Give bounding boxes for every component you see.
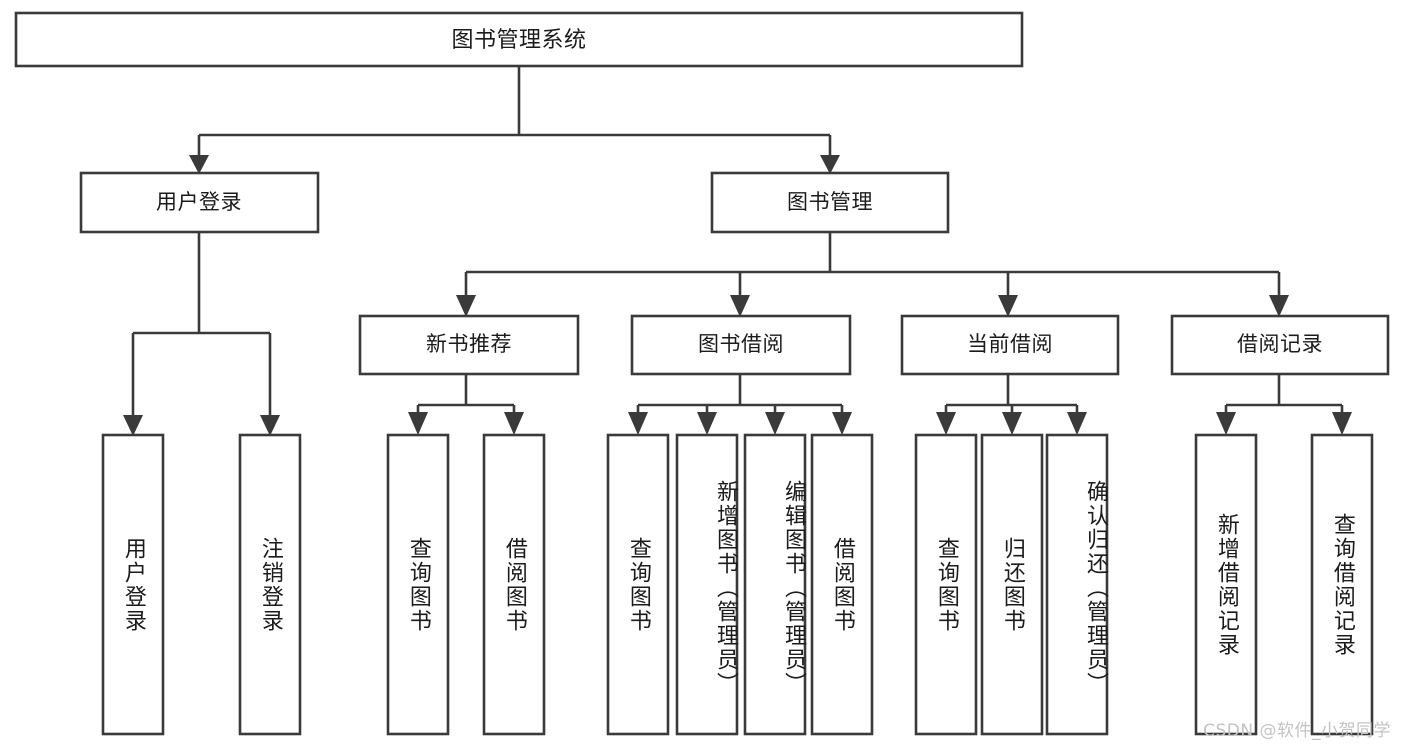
arrow-userlogin-leaf2-icon (260, 415, 280, 436)
node-root-box[interactable] (14, 11, 1024, 68)
node-user-login-label: 用户登录 (156, 190, 242, 214)
connector-group-bookborrow (628, 374, 852, 435)
arrow-bookmgmt-to-record-icon (1269, 295, 1289, 317)
arrow-bookmgmt-to-borrow-icon (730, 295, 750, 317)
node-book-management-box[interactable] (710, 171, 950, 234)
node-borrow-record-label: 借阅记录 (1237, 332, 1323, 356)
arrow-root-to-bookmgmt-icon (820, 155, 840, 174)
connector-group-userlogin (123, 232, 280, 436)
arrow-newbook-leaf1-icon (408, 412, 428, 435)
node-root-label: 图书管理系统 (451, 28, 586, 53)
arrow-borrowrecord-leaf1-icon (1216, 412, 1236, 435)
arrow-bookborrow-leaf3-icon (765, 412, 785, 435)
connector-group-bookmgmt (456, 232, 1289, 317)
watermark-text: CSDN @软件_小贺同学 (1203, 721, 1391, 741)
node-new-book-recommend-box[interactable] (358, 314, 580, 376)
connector-group-currentborrow (936, 374, 1087, 435)
node-leaf-query-book-new-box[interactable] (386, 433, 450, 736)
node-leaf-edit-book-box[interactable] (743, 433, 807, 736)
node-leaf-add-borrow-record-box[interactable] (1194, 433, 1258, 736)
arrow-bookborrow-leaf1-icon (628, 412, 648, 435)
node-book-management-label: 图书管理 (787, 190, 873, 214)
arrow-userlogin-leaf1-icon (123, 415, 143, 436)
arrow-bookmgmt-to-new-icon (456, 295, 476, 317)
node-leaf-borrow-book-box[interactable] (810, 433, 874, 736)
arrow-bookmgmt-to-current-icon (998, 295, 1018, 317)
node-book-borrow-box[interactable] (630, 314, 852, 376)
node-current-borrow-label: 当前借阅 (967, 332, 1053, 356)
node-current-borrow-box[interactable] (900, 314, 1120, 376)
node-leaf-add-book-box[interactable] (675, 433, 739, 736)
node-leaf-logout-box[interactable] (238, 433, 302, 736)
node-borrow-record-box[interactable] (1170, 314, 1390, 376)
node-leaf-user-login-box[interactable] (101, 433, 165, 736)
arrow-bookborrow-leaf2-icon (697, 412, 717, 435)
node-leaf-query-borrow-record-box[interactable] (1310, 433, 1374, 736)
node-leaf-return-book-box[interactable] (980, 433, 1044, 736)
node-book-borrow-label: 图书借阅 (698, 332, 784, 356)
arrow-currentborrow-leaf3-icon (1067, 412, 1087, 435)
arrow-bookborrow-leaf4-icon (832, 412, 852, 435)
node-leaf-query-book-current-box[interactable] (914, 433, 978, 736)
arrow-newbook-leaf2-icon (504, 412, 524, 435)
arrow-root-to-userlogin-icon (189, 155, 209, 174)
connector-group-newbook (408, 374, 524, 435)
node-leaf-query-book-borrow-box[interactable] (606, 433, 670, 736)
arrow-borrowrecord-leaf2-icon (1332, 412, 1352, 435)
arrow-currentborrow-leaf2-icon (1002, 412, 1022, 435)
arrow-currentborrow-leaf1-icon (936, 412, 956, 435)
node-leaf-confirm-return-box[interactable] (1045, 433, 1109, 736)
connector-group-borrowrecord (1216, 374, 1352, 435)
connector-group-root (189, 66, 840, 174)
node-user-login-box[interactable] (79, 171, 320, 234)
node-leaf-borrow-book-new-box[interactable] (482, 433, 546, 736)
node-new-book-recommend-label: 新书推荐 (426, 332, 512, 356)
